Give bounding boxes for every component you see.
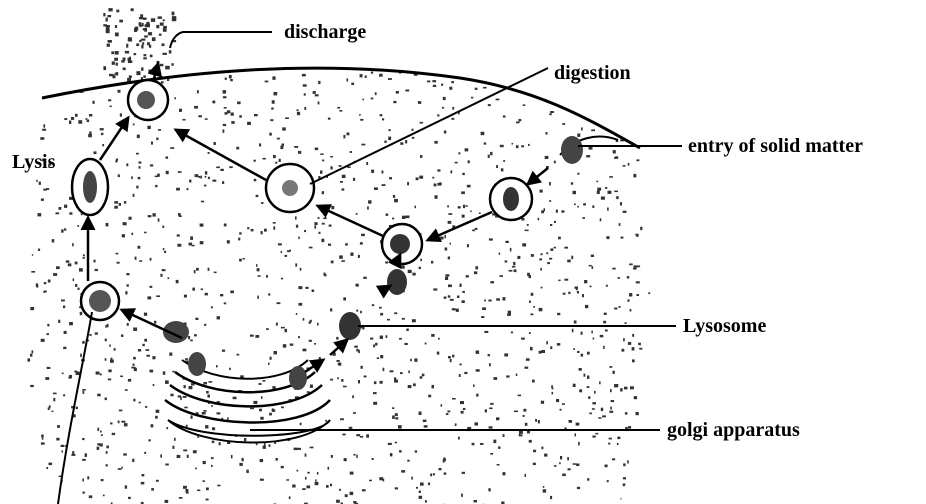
label-lysis: Lysis bbox=[12, 152, 55, 172]
phagolysosome bbox=[382, 224, 422, 264]
label-entry-of-solid-matter: entry of solid matter bbox=[688, 136, 863, 156]
golgi-bud bbox=[289, 366, 307, 390]
phagosome bbox=[490, 178, 532, 220]
lysosome-vesicle bbox=[339, 312, 361, 340]
label-golgi-apparatus: golgi apparatus bbox=[667, 420, 800, 440]
lysis-vesicle bbox=[72, 159, 108, 215]
label-lysosome: Lysosome bbox=[683, 316, 766, 336]
discharge-vesicle bbox=[128, 80, 168, 120]
label-discharge: discharge bbox=[284, 22, 366, 42]
entry-vesicle bbox=[561, 136, 583, 164]
digestion-vacuole bbox=[266, 164, 314, 212]
lysosome-vesicle bbox=[387, 269, 407, 295]
autophagic-vacuole bbox=[81, 282, 119, 320]
golgi-bud bbox=[188, 352, 206, 376]
cytoplasm-stipple bbox=[26, 61, 654, 504]
discharge-particles bbox=[103, 8, 176, 82]
label-digestion: digestion bbox=[554, 63, 631, 83]
